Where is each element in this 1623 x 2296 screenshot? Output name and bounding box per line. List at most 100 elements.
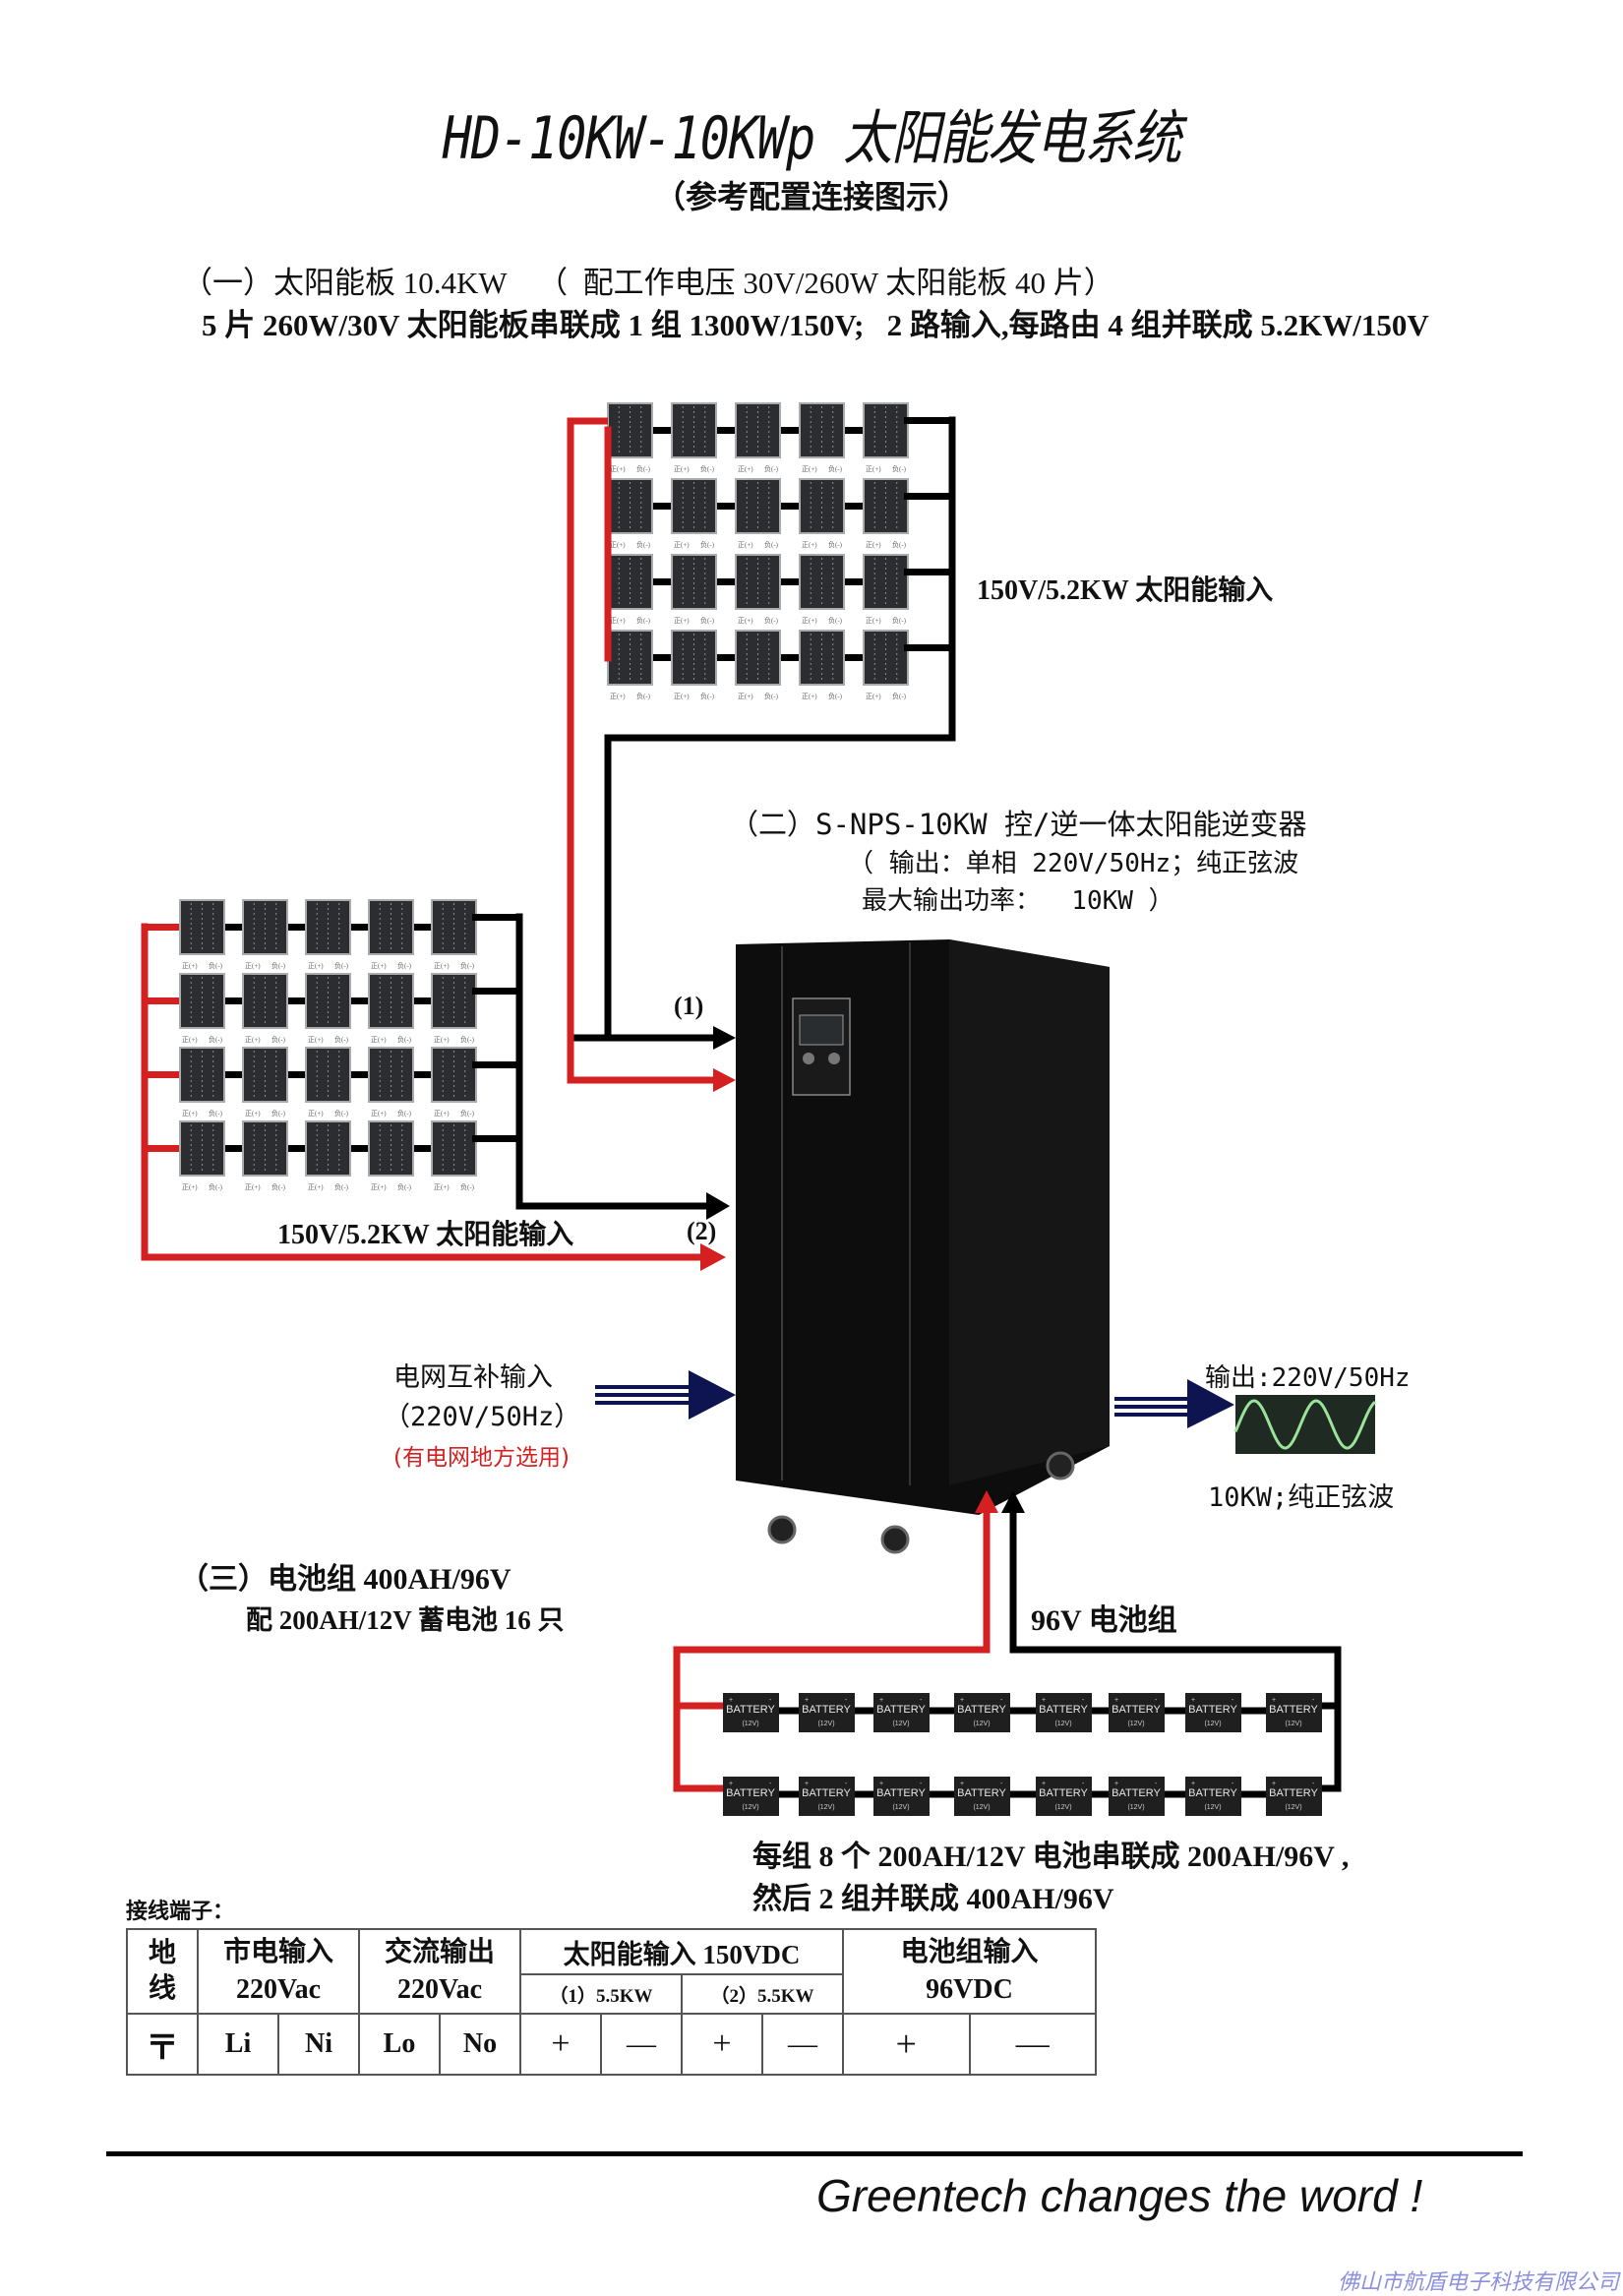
terminal-neg-label: 负(-) xyxy=(334,1109,349,1118)
battery-label: BATTERY xyxy=(802,1787,851,1799)
battery-body xyxy=(954,1777,1010,1816)
battery-body xyxy=(954,1693,1010,1732)
terminal-neg-label: 负(-) xyxy=(209,1109,223,1118)
battery-body xyxy=(873,1693,930,1732)
battery-body xyxy=(1185,1777,1241,1816)
terminal-neg-label: 负(-) xyxy=(700,540,715,549)
battery-voltage: (12V) xyxy=(892,1721,909,1727)
terminal-pos-label: 正(+) xyxy=(434,1183,450,1191)
terminal-pos-label: 正(+) xyxy=(674,541,690,549)
terminal-neg-label: 负(-) xyxy=(271,1109,286,1118)
battery-label: BATTERY xyxy=(1269,1704,1318,1716)
terminal-pos-label: 正(+) xyxy=(308,962,324,970)
battery-label: BATTERY xyxy=(802,1704,851,1716)
battery: BATTERY(12V)+- xyxy=(954,1777,1010,1816)
terminal-battery-neg: — xyxy=(968,2013,1097,2076)
terminal-lo: Lo xyxy=(358,2013,441,2076)
battery-voltage: (12V) xyxy=(892,1804,909,1811)
terminal-pos-label: 正(+) xyxy=(371,962,387,970)
battery-label: BATTERY xyxy=(1112,1787,1161,1799)
terminal-neg-label: 负(-) xyxy=(892,540,907,549)
battery-sub: 配 200AH/12V 蓄电池 16 只 xyxy=(246,1605,565,1635)
array1-neg-bus xyxy=(604,433,956,1038)
battery-plus: + xyxy=(1042,1697,1046,1704)
array2-pos-wire xyxy=(141,937,703,1261)
battery-minus: - xyxy=(1312,1781,1315,1787)
battery-body xyxy=(1185,1693,1241,1732)
terminal-neg-label: 负(-) xyxy=(209,961,223,970)
battery-wiring xyxy=(673,1490,1342,1792)
battery: BATTERY(12V)+- xyxy=(1109,1693,1165,1732)
terminal-pos-label: 正(+) xyxy=(610,617,626,625)
battery: BATTERY(12V)+- xyxy=(1266,1777,1322,1816)
lcd-display xyxy=(799,1014,844,1046)
terminal-neg-label: 负(-) xyxy=(397,1182,412,1191)
battery-plus: + xyxy=(960,1697,964,1704)
terminal-pos-label: 正(+) xyxy=(866,541,881,549)
battery-label: BATTERY xyxy=(1269,1787,1318,1799)
battery: BATTERY(12V)+- xyxy=(1036,1777,1092,1816)
terminal-neg-label: 负(-) xyxy=(700,692,715,700)
terminal-neg-label: 负(-) xyxy=(397,1109,412,1118)
battery-note-1: 每组 8 个 200AH/12V 电池串联成 200AH/96V , xyxy=(752,1841,1350,1873)
terminal-pos-label: 正(+) xyxy=(308,1110,324,1118)
terminal-solar2-neg: — xyxy=(761,2013,844,2076)
footer-divider xyxy=(106,2151,1523,2156)
terminal-no: No xyxy=(439,2013,521,2076)
battery-voltage: (12V) xyxy=(973,1721,990,1727)
battery: BATTERY(12V)+- xyxy=(1185,1693,1241,1732)
terminal-neg-label: 负(-) xyxy=(209,1035,223,1044)
inverter-spec-1: （ 输出：单相 220V/50Hz；纯正弦波 xyxy=(848,849,1299,878)
page-title: HD-10KW-10KWp 太阳能发电系统 xyxy=(442,104,1181,173)
terminal-pos-label: 正(+) xyxy=(434,962,450,970)
terminal-neg-label: 负(-) xyxy=(828,540,843,549)
ground-header: 地线 xyxy=(126,1928,199,2015)
solar-panel xyxy=(799,478,845,534)
solar-panel xyxy=(671,554,717,610)
terminal-neg-label: 负(-) xyxy=(700,464,715,473)
battery-body xyxy=(1266,1693,1322,1732)
terminal-neg-label: 负(-) xyxy=(636,464,651,473)
terminal-neg-label: 负(-) xyxy=(700,616,715,625)
array1-pos-wire xyxy=(567,417,716,1084)
terminal-pos-label: 正(+) xyxy=(610,465,626,473)
battery: BATTERY(12V)+- xyxy=(1036,1693,1092,1732)
battery-body xyxy=(799,1777,855,1816)
terminal-pos-label: 正(+) xyxy=(182,1110,198,1118)
terminal-neg-label: 负(-) xyxy=(460,961,475,970)
control-panel xyxy=(792,997,851,1096)
grid-input-spec: （220V/50Hz） xyxy=(384,1402,581,1432)
inverter-cabinet xyxy=(736,939,1110,1554)
terminal-neg-label: 负(-) xyxy=(764,692,779,700)
battery: BATTERY(12V)+- xyxy=(1266,1693,1322,1732)
battery: BATTERY(12V)+- xyxy=(1185,1777,1241,1816)
battery-plus: + xyxy=(805,1697,809,1704)
battery-body xyxy=(723,1693,779,1732)
battery-voltage: (12V) xyxy=(817,1804,834,1811)
terminal-pos-label: 正(+) xyxy=(866,693,881,700)
array2-label: 150V/5.2KW 太阳能输入 xyxy=(277,1220,574,1250)
battery-voltage: (12V) xyxy=(1285,1721,1301,1727)
solar-sub-2: （2）5.5KW xyxy=(681,1973,844,2015)
solar-header: 太阳能输入 150VDC xyxy=(519,1928,844,1975)
grid-input-label: 电网互补输入 xyxy=(393,1362,553,1393)
terminal-neg-label: 负(-) xyxy=(334,1035,349,1044)
battery-label: BATTERY xyxy=(1112,1704,1161,1716)
inverter-heading: （二）S-NPS-10KW 控/逆一体太阳能逆变器 xyxy=(730,808,1307,841)
battery-body xyxy=(1266,1777,1322,1816)
terminal-battery-pos: + xyxy=(842,2013,971,2076)
solar-sub-1: （1）5.5KW xyxy=(519,1973,683,2015)
output-spec: 10KW;纯正弦波 xyxy=(1208,1482,1395,1513)
battery-minus: - xyxy=(1000,1697,1003,1704)
terminal-pos-label: 正(+) xyxy=(802,541,817,549)
battery-label: BATTERY xyxy=(1039,1787,1088,1799)
battery-minus: - xyxy=(1312,1697,1315,1704)
battery: BATTERY(12V)+- xyxy=(723,1693,779,1732)
battery-plus: + xyxy=(1191,1781,1195,1787)
battery-voltage: (12V) xyxy=(1127,1804,1144,1811)
terminal-pos-label: 正(+) xyxy=(674,693,690,700)
